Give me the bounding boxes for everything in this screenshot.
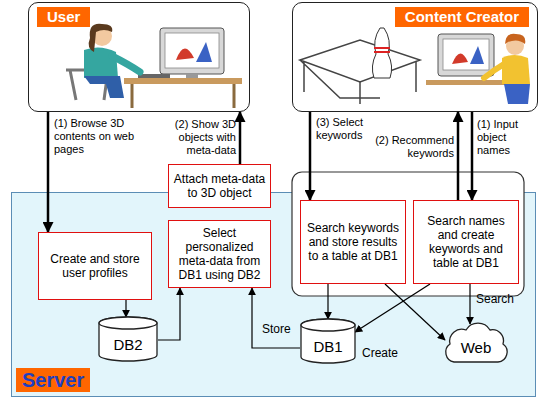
process-box: Create and store user profiles [38,232,152,300]
arrow-label-holder: (3) Select keywords [316,116,372,142]
arrow-label-holder: (1) Input object names [477,118,537,157]
arrow-label-holder: Search [476,292,526,306]
shirt [84,47,118,78]
arm [112,56,140,72]
shape-label: DB1 [313,338,342,355]
screen-object [470,46,484,64]
arrow-label: (2) Recommend keywords [375,134,454,159]
process-box: Select personalized meta-data from DB1 u… [168,220,271,288]
arrow-label: (3) Select keywords [316,116,363,141]
flow-arrow [309,112,312,200]
data-arrow [355,284,430,332]
database-cylinder: DB1 [300,318,356,364]
cylinder-top [99,317,157,329]
arrow-label-holder: (1) Browse 3D contents on web pages [54,117,150,156]
panel-title: Content Creator [395,7,529,27]
arrow-label: (2) Show 3D objects with meta-data [175,118,236,156]
arrow-label: Search [476,292,514,306]
data-arrow [327,284,328,319]
monitor [438,34,494,76]
arrow-label: Create [362,346,398,360]
arrow-label: (1) Input object names [477,118,518,156]
flow-arrow [471,112,474,200]
screen [165,33,219,68]
box-text: Create and store user profiles [43,252,147,280]
actor-panel: Content Creator [292,2,538,112]
cylinder-body [301,319,355,363]
screen-object [196,42,212,62]
process-box: Search keywords and store results to a t… [300,200,406,284]
arrow-label-holder: (2) Recommend keywords [372,134,454,160]
data-arrow [385,284,445,340]
flow-arrow [239,112,242,164]
arrow-label-holder: Store [262,322,298,336]
arrow-label-holder: (2) Show 3D objects with meta-data [150,118,236,157]
box-text: Search names and create keywords and tab… [418,214,514,270]
monitor-stand [186,74,198,78]
process-box: Search names and create keywords and tab… [413,200,519,284]
screen-object [452,53,468,64]
panel-fill [29,3,249,111]
data-arrow [252,288,300,348]
arm [484,64,504,78]
monitor [160,28,224,74]
creator-illustration [293,3,537,111]
hair [505,34,525,44]
panel-title: Server [16,368,90,392]
arrow-label: Store [262,322,291,336]
actor-panel: User [28,2,250,112]
shirt [502,55,530,84]
user-illustration [29,3,249,111]
pin-stripe [374,48,390,52]
screen-object [176,48,194,60]
cylinder-top [301,319,355,331]
data-arrow [125,300,126,317]
box-text: Select personalized meta-data from DB1 u… [173,226,266,282]
panel-fill [293,3,537,111]
desk [124,78,242,84]
frame-structure [300,40,420,82]
arrow-label-holder: Create [362,346,406,360]
screen [443,39,489,70]
box-text: Search keywords and store results to a t… [305,221,401,263]
process-box: Attach meta-data to 3D object [168,164,271,208]
panel-title: User [37,7,90,27]
frame-legs [300,60,416,104]
hair [89,24,113,52]
desk-legs [132,84,234,108]
box-text: Attach meta-data to 3D object [173,172,266,200]
web-cloud: Web [440,318,512,372]
group-frame [292,172,524,296]
keyboard [138,74,170,78]
arrow-label: (1) Browse 3D contents on web pages [54,117,134,155]
cylinder-body [99,317,157,361]
legs [504,84,530,104]
flow-arrow [457,112,460,200]
shape-label: Web [461,339,492,356]
data-arrow [158,288,180,340]
flow-arrow [47,112,50,232]
legs [84,76,124,98]
cloud-shape [446,323,507,362]
database-cylinder: DB2 [98,316,158,362]
bowling-pin [372,28,391,78]
data-arrow [469,284,470,324]
shape-label: DB2 [113,336,142,353]
